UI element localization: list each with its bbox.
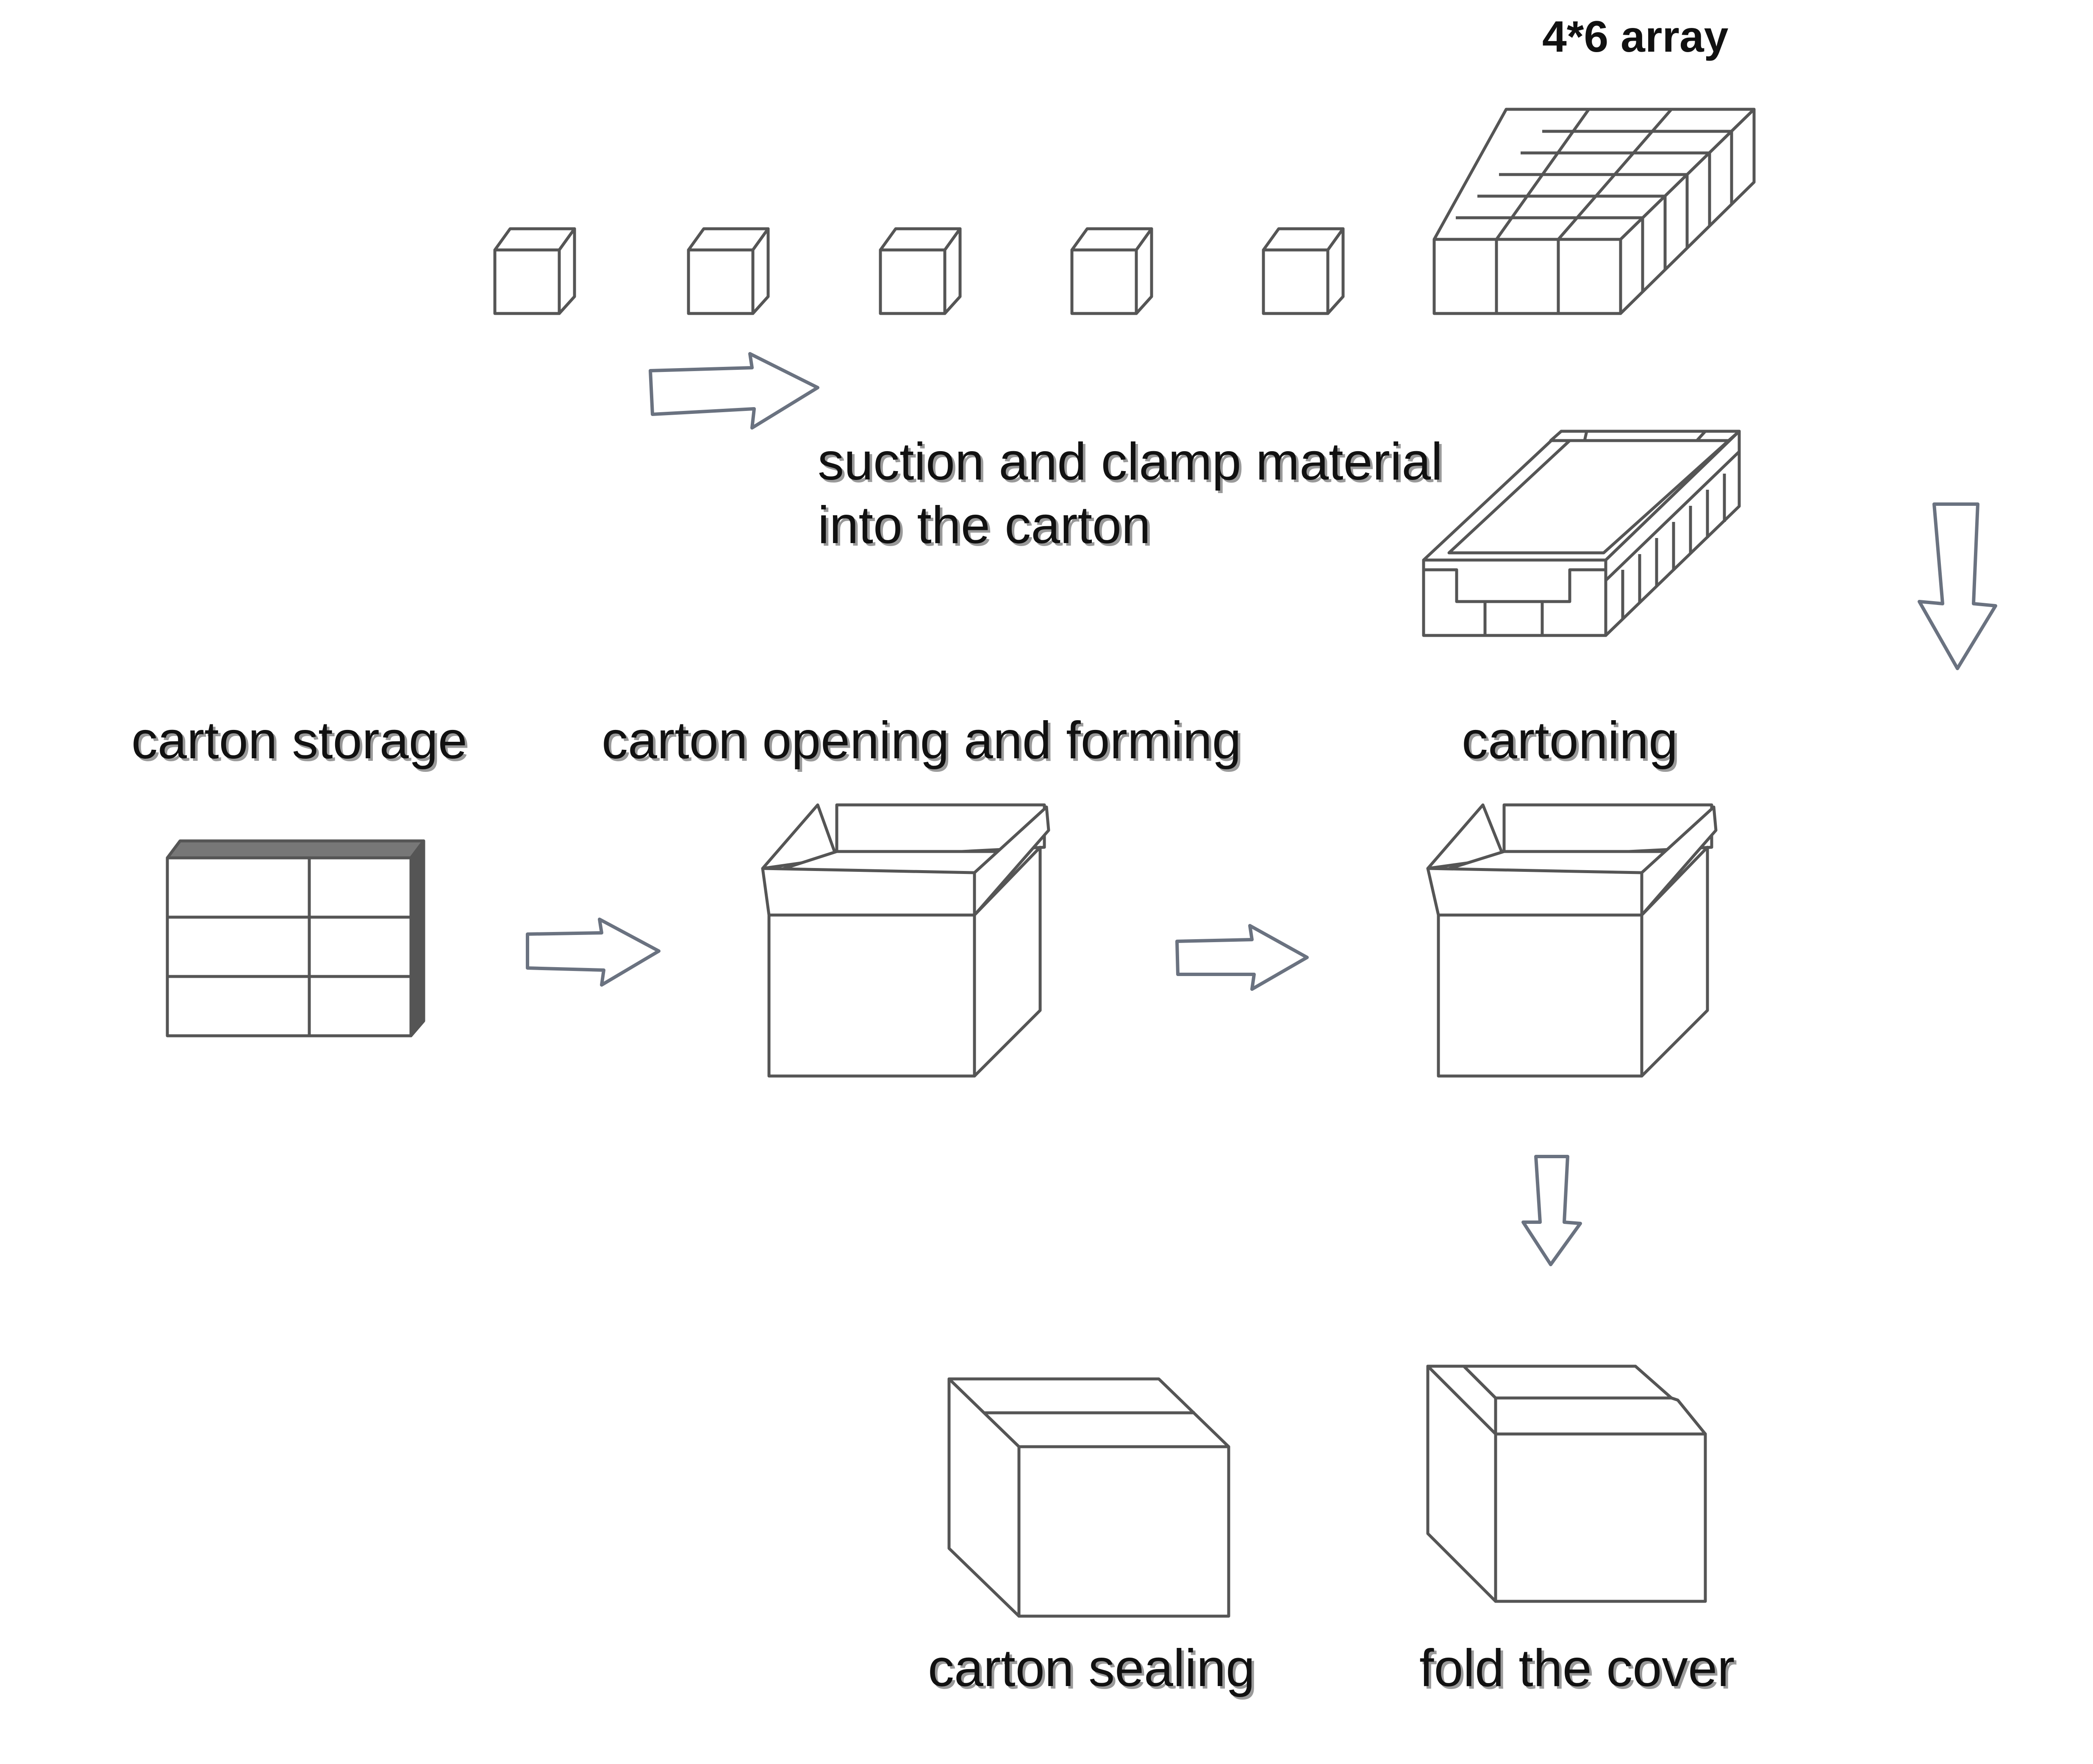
open-carton [761, 803, 1050, 1078]
cube-5 [1262, 227, 1345, 315]
svg-text:fold the cover: fold the cover [1422, 1642, 1737, 1700]
array-block [1432, 108, 1756, 315]
svg-text:cartoning: cartoning [1464, 714, 1680, 772]
cube-1 [493, 227, 576, 315]
svg-text:suction and clamp material: suction and clamp material [820, 435, 1445, 494]
arrow-down-icon [1918, 502, 1997, 670]
carton-storage-stack [166, 839, 425, 1037]
fold-cover-label: fold the cover [1419, 1639, 1735, 1697]
sealed-carton [947, 1377, 1230, 1618]
svg-text:carton opening and forming: carton opening and forming [604, 714, 1244, 772]
svg-text:carton storage: carton storage [134, 714, 470, 772]
single-cubes [493, 227, 1345, 315]
carton-opening-label: carton opening and forming [602, 711, 1241, 770]
suction-label-line2: into the carton [818, 496, 1151, 555]
arrow-right-icon [1175, 924, 1309, 991]
carton-storage-label: carton storage [131, 711, 467, 770]
suction-label-line1: suction and clamp material [818, 433, 1443, 491]
array-label: 4*6 array [1542, 12, 1729, 61]
fold-cover-carton [1426, 1365, 1707, 1603]
cube-3 [879, 227, 962, 315]
cartoning-label: cartoning [1462, 711, 1678, 770]
cube-2 [687, 227, 770, 315]
arrow-right-icon [526, 918, 661, 987]
carton-tray [1422, 430, 1741, 637]
cartoning-carton [1426, 803, 1718, 1078]
cube-4 [1070, 227, 1153, 315]
svg-text:into the carton: into the carton [820, 499, 1153, 557]
svg-text:carton sealing: carton sealing [930, 1642, 1257, 1700]
arrow-right-icon [649, 352, 819, 430]
arrow-down-icon [1521, 1155, 1582, 1266]
carton-sealing-label: carton sealing [928, 1639, 1255, 1697]
